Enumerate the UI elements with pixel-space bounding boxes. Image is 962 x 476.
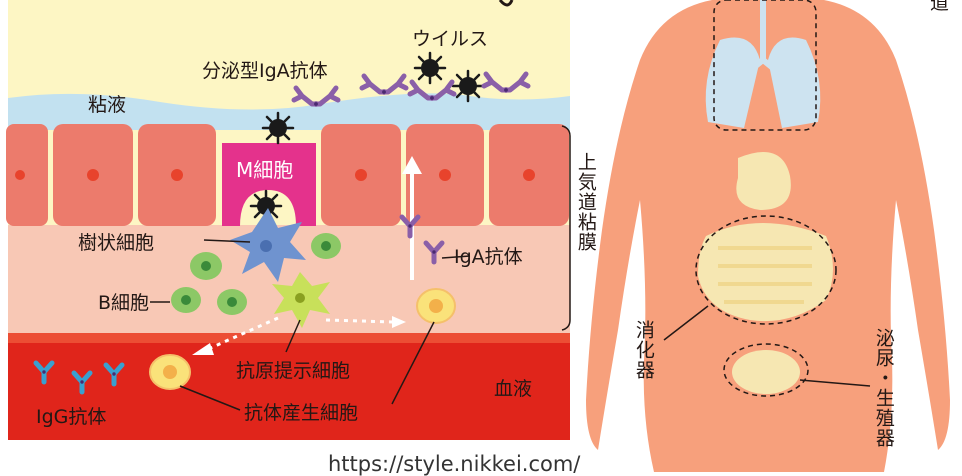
source-url: https://style.nikkei.com/ <box>328 452 580 476</box>
urogenital-label: 泌尿・生殖器 <box>872 328 894 448</box>
blood-label: 血液 <box>494 380 532 399</box>
digestive-label: 消化器 <box>632 320 654 380</box>
dendritic-cell-label: 樹状細胞 <box>78 234 154 253</box>
upper-airway-mucosa-label: 上気道粘膜 <box>574 152 596 252</box>
top-right-partial-label: 道 <box>930 0 949 13</box>
igg-antibody-label: IgG抗体 <box>36 408 106 427</box>
human-body-figure <box>586 0 950 472</box>
dendritic-cell-nucleus <box>260 240 272 252</box>
antigen-presenting-nucleus <box>295 293 305 303</box>
m-cell-label: M細胞 <box>236 160 293 180</box>
secretory-iga-label: 分泌型IgA抗体 <box>202 62 328 81</box>
iga-antibody-label: IgA抗体 <box>454 248 523 267</box>
virus-label: ウイルス <box>412 30 488 49</box>
antibody-producing-cell-label: 抗体産生細胞 <box>244 404 358 423</box>
antigen-presenting-cell-label: 抗原提示細胞 <box>236 362 350 381</box>
blood-edge <box>8 333 570 343</box>
b-cell-label: B細胞 <box>98 294 149 313</box>
mucus-label: 粘液 <box>88 96 126 115</box>
